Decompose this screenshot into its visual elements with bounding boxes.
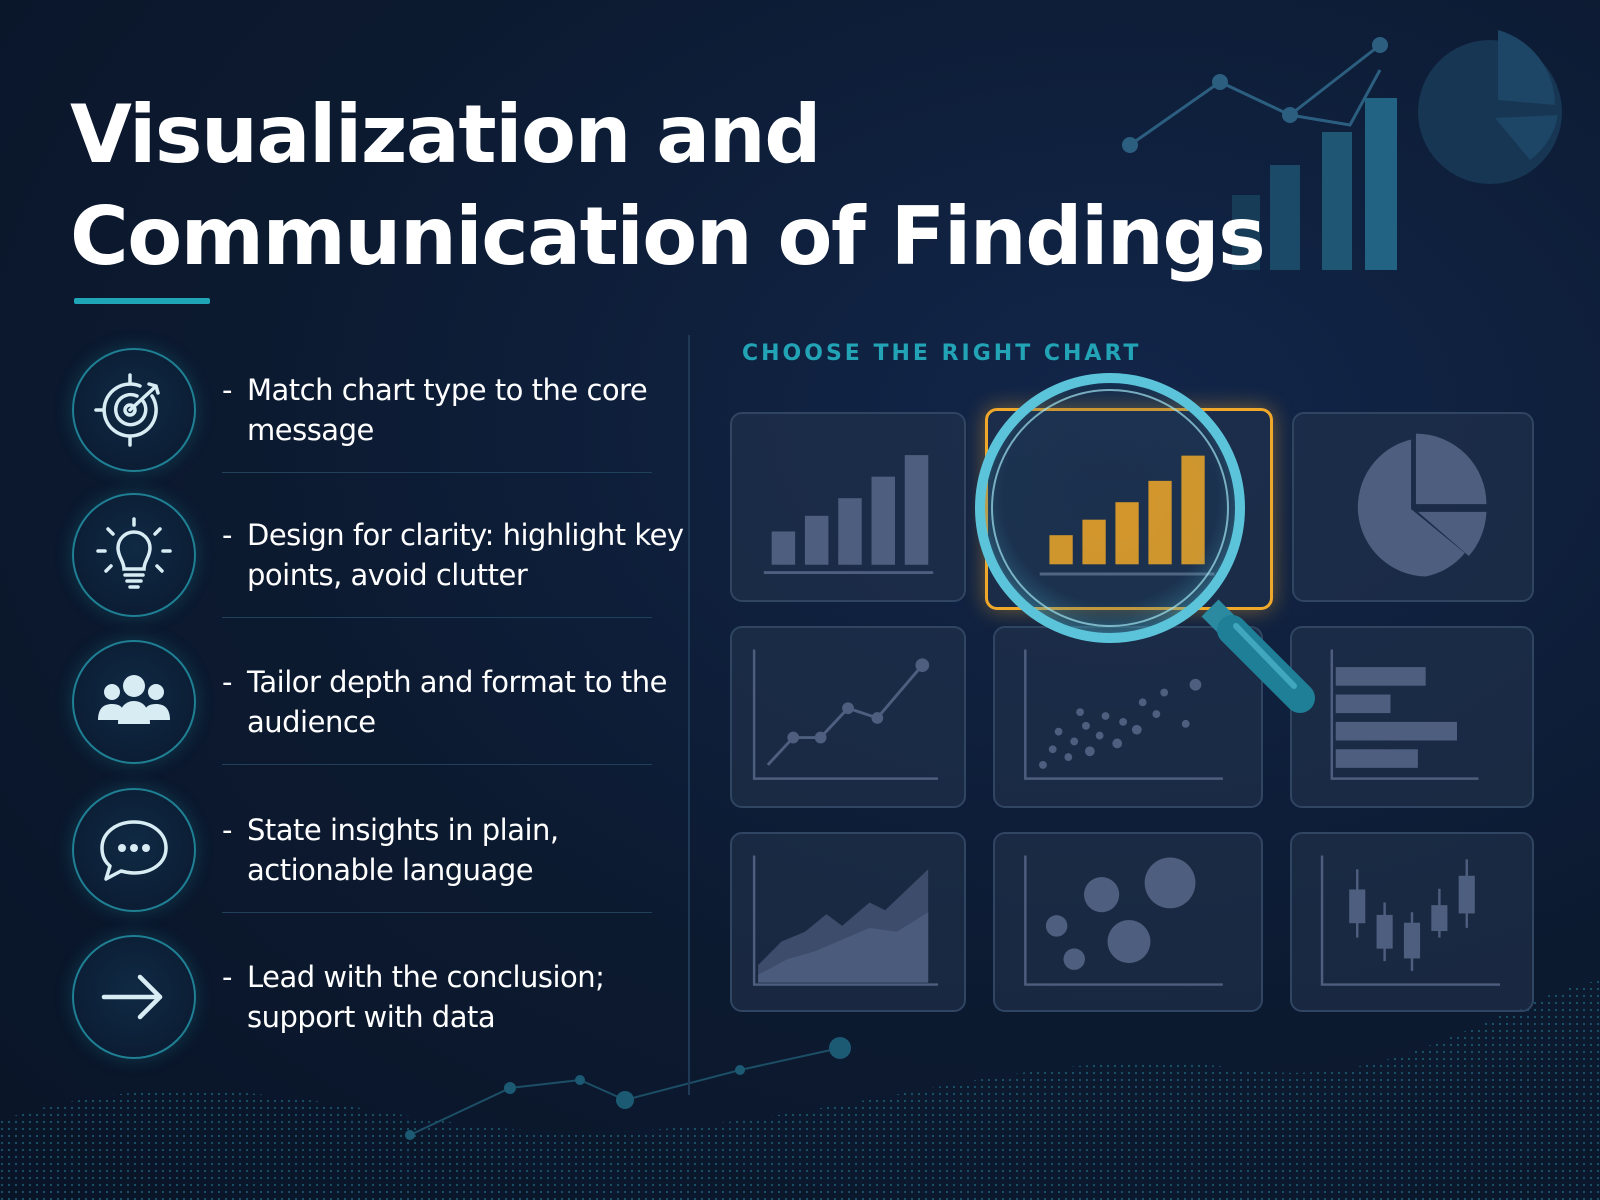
title-line-1: Visualization and xyxy=(70,88,822,181)
chart-option-area[interactable] xyxy=(730,832,966,1012)
item-label: Lead with the conclusion; support with d… xyxy=(247,960,605,1034)
chart-option-scatter[interactable] xyxy=(993,626,1263,808)
item-dash: - xyxy=(222,665,232,699)
title-line-2: Communication of Findings xyxy=(70,190,1266,283)
decorative-chart-motif xyxy=(1122,30,1562,270)
list-item: -Design for clarity: highlight key point… xyxy=(72,493,684,618)
pie-chart-icon xyxy=(1357,433,1487,577)
list-item: -State insights in plain, actionable lan… xyxy=(72,788,652,913)
chart-option-bubble[interactable] xyxy=(993,832,1263,1012)
item-label: Design for clarity: highlight key points… xyxy=(247,518,684,592)
scatter-plot-icon xyxy=(1024,649,1223,780)
speech-bubble-icon xyxy=(100,820,168,881)
dotted-wave-decoration xyxy=(0,980,1600,1200)
audience-icon xyxy=(98,675,170,724)
bar-chart-icon xyxy=(763,455,934,575)
item-dash: - xyxy=(222,518,232,552)
item-icon-circle xyxy=(72,935,196,1059)
list-item: -Lead with the conclusion; support with … xyxy=(72,935,652,1060)
chart-option-line[interactable] xyxy=(730,626,966,808)
item-text: -Lead with the conclusion; support with … xyxy=(222,957,687,1037)
line-chart-icon xyxy=(752,649,938,780)
item-icon-circle xyxy=(72,493,196,617)
arrow-right-icon xyxy=(101,974,163,1020)
item-icon-circle xyxy=(72,348,196,472)
item-text: -State insights in plain, actionable lan… xyxy=(222,810,687,890)
item-text: -Design for clarity: highlight key point… xyxy=(222,515,687,595)
chart-option-bar[interactable] xyxy=(730,412,966,602)
item-dash: - xyxy=(222,813,232,847)
chart-option-candlestick[interactable] xyxy=(1290,832,1534,1012)
column-divider xyxy=(688,335,690,1095)
section-label: CHOOSE THE RIGHT CHART xyxy=(742,341,1142,366)
candlestick-chart-icon xyxy=(1320,855,1500,986)
item-dash: - xyxy=(222,373,232,407)
target-icon xyxy=(94,373,160,447)
item-text: -Match chart type to the core message xyxy=(222,370,687,450)
item-divider xyxy=(222,472,652,473)
item-text: -Tailor depth and format to the audience xyxy=(222,662,687,742)
chart-option-horizontal-bar[interactable] xyxy=(1290,626,1534,808)
item-icon-circle xyxy=(72,788,196,912)
area-chart-icon xyxy=(752,855,938,986)
item-divider xyxy=(222,764,652,765)
page-title: Visualization and Communication of Findi… xyxy=(70,84,1266,288)
item-divider xyxy=(222,617,652,618)
item-label: Match chart type to the core message xyxy=(247,373,648,447)
item-label: Tailor depth and format to the audience xyxy=(247,665,668,739)
item-icon-circle xyxy=(72,640,196,764)
chart-option-pie[interactable] xyxy=(1292,412,1534,602)
horizontal-bar-chart-icon xyxy=(1330,649,1479,780)
item-dash: - xyxy=(222,960,232,994)
title-underline xyxy=(74,298,210,304)
list-item: -Match chart type to the core message xyxy=(72,348,652,473)
item-label: State insights in plain, actionable lang… xyxy=(247,813,559,887)
item-divider xyxy=(222,912,652,913)
bubble-chart-icon xyxy=(1024,855,1223,986)
lightbulb-icon xyxy=(96,517,172,589)
magnifying-glass-icon xyxy=(975,373,1315,713)
list-item: -Tailor depth and format to the audience xyxy=(72,640,668,765)
